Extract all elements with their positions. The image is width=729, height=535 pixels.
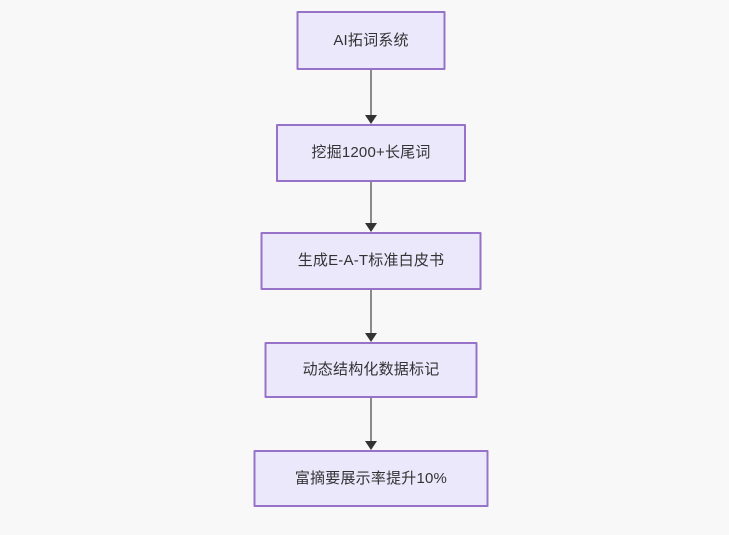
- flow-node-dynamic-structured-data-markup[interactable]: 动态结构化数据标记: [264, 342, 478, 398]
- arrowhead-down-icon: [365, 223, 377, 232]
- arrowhead-down-icon: [365, 333, 377, 342]
- arrowhead-down-icon: [365, 441, 377, 450]
- flow-connector-4: [365, 398, 377, 450]
- flow-node-label: 生成E-A-T标准白皮书: [297, 252, 445, 269]
- flow-node-label: 挖掘1200+长尾词: [311, 144, 431, 161]
- connector-line: [370, 398, 372, 441]
- flow-node-mine-longtail-keywords[interactable]: 挖掘1200+长尾词: [276, 124, 466, 182]
- flow-node-label: 动态结构化数据标记: [302, 361, 440, 378]
- flow-node-generate-eat-whitepaper[interactable]: 生成E-A-T标准白皮书: [260, 232, 482, 290]
- flow-connector-1: [365, 70, 377, 124]
- arrowhead-down-icon: [365, 115, 377, 124]
- connector-line: [370, 290, 372, 333]
- flow-connector-2: [365, 182, 377, 232]
- flow-node-label: AI拓词系统: [333, 31, 409, 49]
- flow-node-rich-snippet-impression-uplift[interactable]: 富摘要展示率提升10%: [253, 450, 489, 507]
- connector-line: [370, 182, 372, 223]
- flow-connector-3: [365, 290, 377, 342]
- flow-node-ai-keyword-system[interactable]: AI拓词系统: [296, 11, 446, 70]
- flow-node-label: 富摘要展示率提升10%: [294, 469, 448, 487]
- connector-line: [370, 70, 372, 115]
